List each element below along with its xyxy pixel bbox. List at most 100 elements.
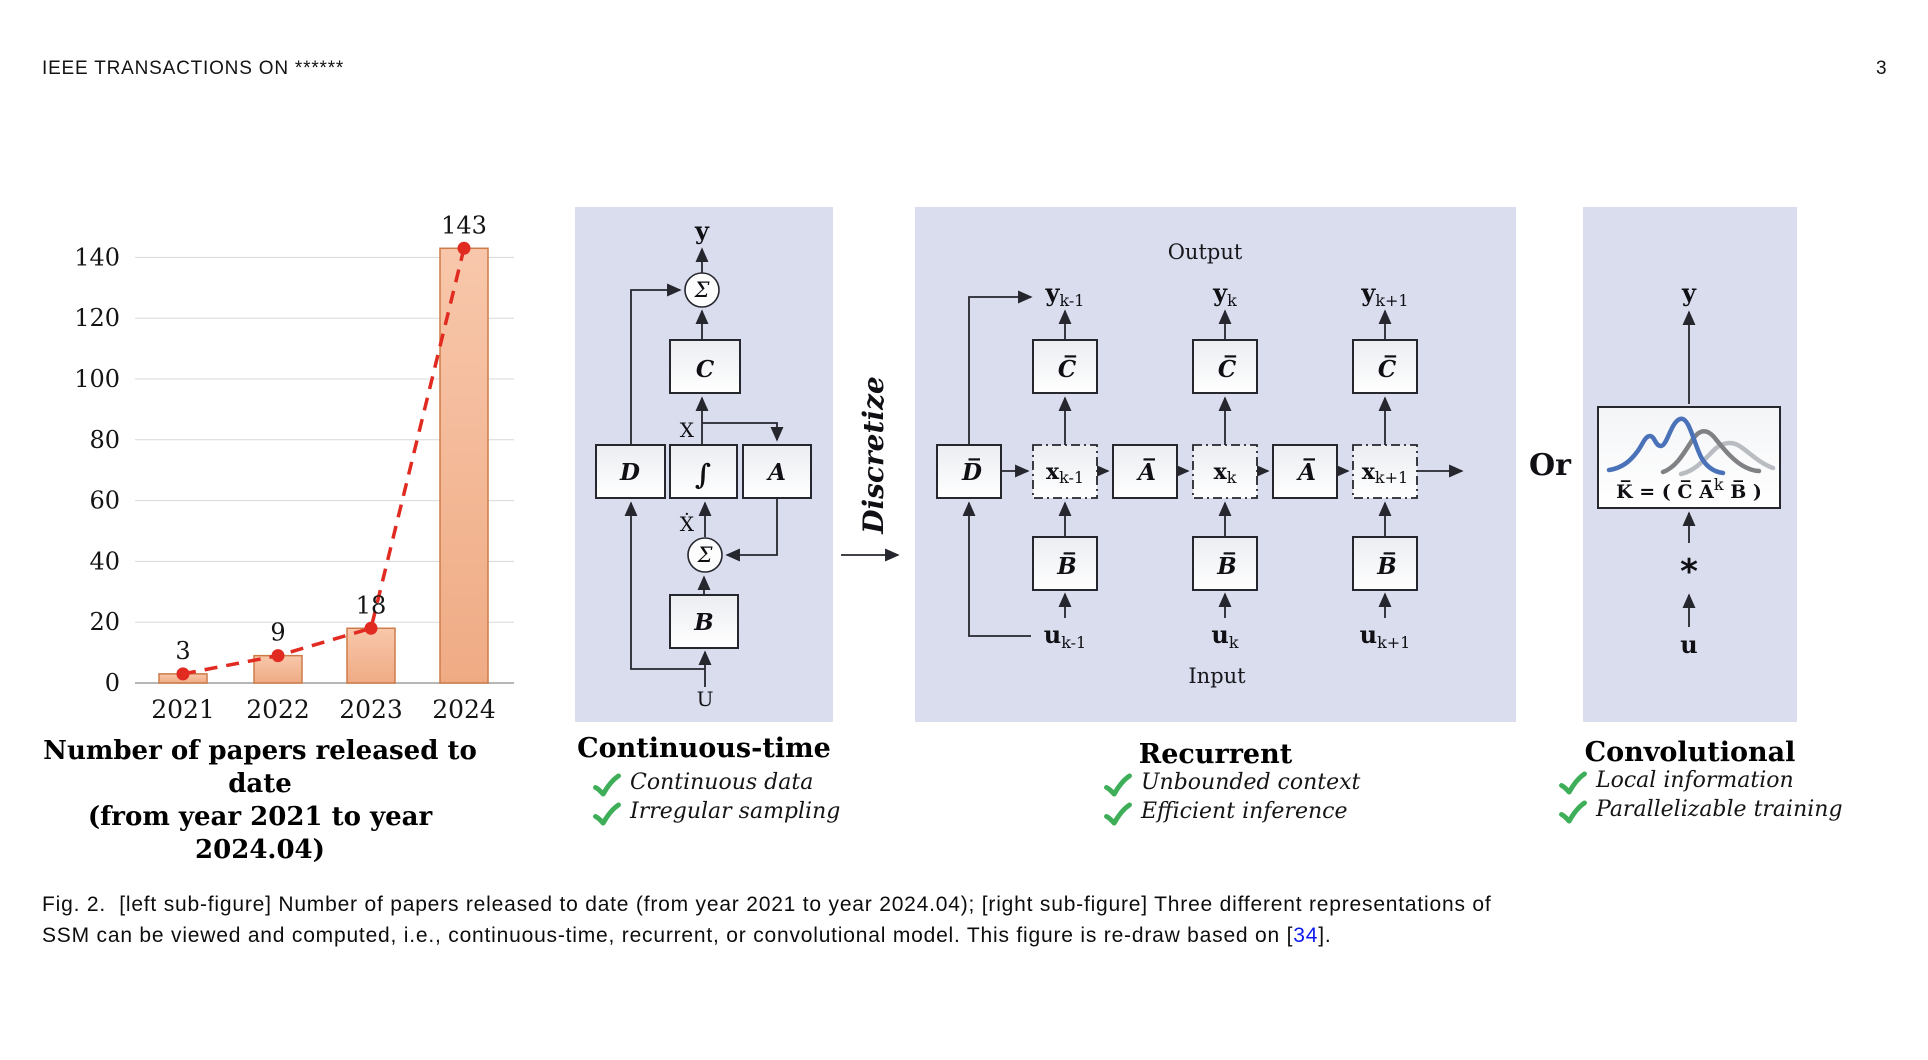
convolutional-panel: y K̅ = ( C̅ A̅k B̅ ) * u bbox=[1583, 207, 1797, 722]
recurrent-diagram: Output Input yk-1 yk yk+1 C̅ C̅ C̅ D̅ xk… bbox=[936, 240, 1464, 688]
block-C-label: C bbox=[696, 356, 715, 383]
continuous-features: Continuous data Irregular sampling bbox=[592, 770, 840, 828]
convolutional-title: Convolutional bbox=[1584, 737, 1796, 768]
y-tick-label: 0 bbox=[105, 669, 120, 697]
block-A bbox=[742, 444, 812, 499]
recurrent-features: Unbounded context Efficient inference bbox=[1103, 770, 1360, 828]
block-B bbox=[669, 594, 739, 649]
block-Abar-label: A̅ bbox=[1136, 458, 1156, 486]
data-label-2023: 18 bbox=[356, 591, 387, 619]
checkmark-icon bbox=[1104, 773, 1132, 797]
block-Cbar-1 bbox=[1032, 339, 1098, 394]
y-tick-label: 80 bbox=[89, 426, 120, 454]
checkmark-icon bbox=[1559, 800, 1587, 824]
bar-2024 bbox=[439, 247, 489, 684]
bar-2023 bbox=[346, 627, 396, 684]
block-B-label: B bbox=[693, 609, 713, 636]
block-integrator bbox=[669, 444, 738, 499]
page-number: 3 bbox=[1876, 58, 1887, 79]
block-A-label: A bbox=[766, 459, 786, 486]
figure-caption: Fig. 2. [left sub-figure] Number of pape… bbox=[42, 889, 1894, 951]
chart-title: Number of papers released to date (from … bbox=[40, 735, 480, 867]
data-label-2022: 9 bbox=[270, 619, 285, 647]
block-Bbar-2 bbox=[1192, 536, 1258, 591]
continuous-time-diagram: Σ Σ C D ∫ A B y X Ẋ U bbox=[595, 216, 812, 711]
feature-item: Continuous data bbox=[592, 770, 840, 799]
journal-title: IEEE TRANSACTIONS ON ****** bbox=[42, 58, 345, 79]
input-u-label: u bbox=[1680, 630, 1697, 659]
block-Bbar-label: B̅ bbox=[1056, 552, 1076, 580]
u-k-1-label: uk-1 bbox=[1044, 620, 1086, 652]
feature-label: Local information bbox=[1596, 768, 1794, 793]
state-x-k-1-box bbox=[1032, 444, 1098, 499]
trend-line bbox=[182, 247, 466, 676]
caption-text: SSM can be viewed and computed, i.e., co… bbox=[42, 924, 1294, 947]
sum-node-state bbox=[687, 537, 723, 573]
sum-symbol: Σ bbox=[694, 278, 710, 302]
x-k-label: xk bbox=[1214, 459, 1237, 487]
convolution-operator: * bbox=[1680, 552, 1698, 592]
chart-title-line1: Number of papers released to date bbox=[43, 736, 477, 799]
y-tick-label: 60 bbox=[89, 487, 120, 515]
block-Bbar-3 bbox=[1352, 536, 1418, 591]
recurrent-title: Recurrent bbox=[1138, 739, 1293, 770]
data-point-2023 bbox=[364, 621, 378, 635]
x-category-label: 2023 bbox=[339, 695, 403, 724]
kernel-curves-icon bbox=[1606, 416, 1776, 477]
y-tick-label: 140 bbox=[74, 243, 120, 271]
block-Dbar bbox=[936, 444, 1002, 499]
state-x-k-box bbox=[1192, 444, 1258, 499]
convolutional-features: Local information Parallelizable trainin… bbox=[1558, 768, 1843, 826]
caption-line1: Fig. 2. [left sub-figure] Number of pape… bbox=[42, 893, 1492, 916]
feature-label: Continuous data bbox=[630, 770, 814, 795]
output-row-label: Output bbox=[1168, 240, 1243, 264]
input-row-label: Input bbox=[1188, 664, 1246, 688]
block-Abar-1 bbox=[1112, 444, 1178, 499]
continuous-time-title: Continuous-time bbox=[577, 733, 831, 764]
block-Bbar-label: B̅ bbox=[1216, 552, 1236, 580]
block-Cbar-2 bbox=[1192, 339, 1258, 394]
y-tick-label: 120 bbox=[74, 304, 120, 332]
x-category-label: 2022 bbox=[246, 695, 310, 724]
block-Dbar-label: D̅ bbox=[961, 458, 982, 486]
checkmark-icon bbox=[1559, 771, 1587, 795]
discretize-arrow bbox=[841, 548, 900, 562]
input-u-label: U bbox=[697, 687, 714, 711]
u-k-label: uk bbox=[1211, 620, 1238, 652]
feature-item: Local information bbox=[1558, 768, 1843, 797]
data-point-2021 bbox=[176, 667, 190, 681]
block-D bbox=[595, 444, 666, 499]
connectors bbox=[624, 247, 784, 687]
block-Cbar-label: C̅ bbox=[1378, 355, 1397, 383]
block-Bbar-label: B̅ bbox=[1376, 552, 1396, 580]
data-label-2021: 3 bbox=[175, 637, 190, 665]
data-point-2022 bbox=[271, 649, 285, 663]
sum-symbol: Σ bbox=[697, 543, 713, 567]
x-category-label: 2024 bbox=[432, 695, 496, 724]
chart-title-line2: (from year 2021 to year 2024.04) bbox=[87, 802, 433, 865]
convolutional-diagram: y K̅ = ( C̅ A̅k B̅ ) * u bbox=[1597, 278, 1781, 659]
sum-node-output bbox=[684, 272, 720, 308]
state-xdot-label: Ẋ bbox=[680, 512, 695, 536]
citation-link[interactable]: 34 bbox=[1293, 924, 1319, 947]
state-x-label: X bbox=[680, 418, 695, 442]
continuous-time-panel: Σ Σ C D ∫ A B y X Ẋ U bbox=[575, 207, 833, 722]
block-Abar-label: A̅ bbox=[1296, 458, 1316, 486]
y-k-1-label: yk-1 bbox=[1045, 278, 1085, 310]
block-Abar-2 bbox=[1272, 444, 1338, 499]
connectors bbox=[962, 290, 1464, 637]
block-Cbar-label: C̅ bbox=[1058, 355, 1077, 383]
x-k+1-label: xk+1 bbox=[1362, 459, 1408, 487]
checkmark-icon bbox=[593, 773, 621, 797]
integral-symbol: ∫ bbox=[695, 458, 711, 491]
y-tick-label: 40 bbox=[89, 547, 120, 575]
feature-label: Efficient inference bbox=[1141, 799, 1348, 824]
feature-label: Unbounded context bbox=[1141, 770, 1361, 795]
checkmark-icon bbox=[1104, 802, 1132, 826]
block-C bbox=[669, 339, 741, 394]
discretize-label: Discretize bbox=[857, 376, 890, 534]
block-D-label: D bbox=[619, 459, 640, 486]
x-category-label: 2021 bbox=[151, 695, 215, 724]
u-k+1-label: uk+1 bbox=[1360, 620, 1411, 652]
feature-label: Irregular sampling bbox=[630, 799, 841, 824]
